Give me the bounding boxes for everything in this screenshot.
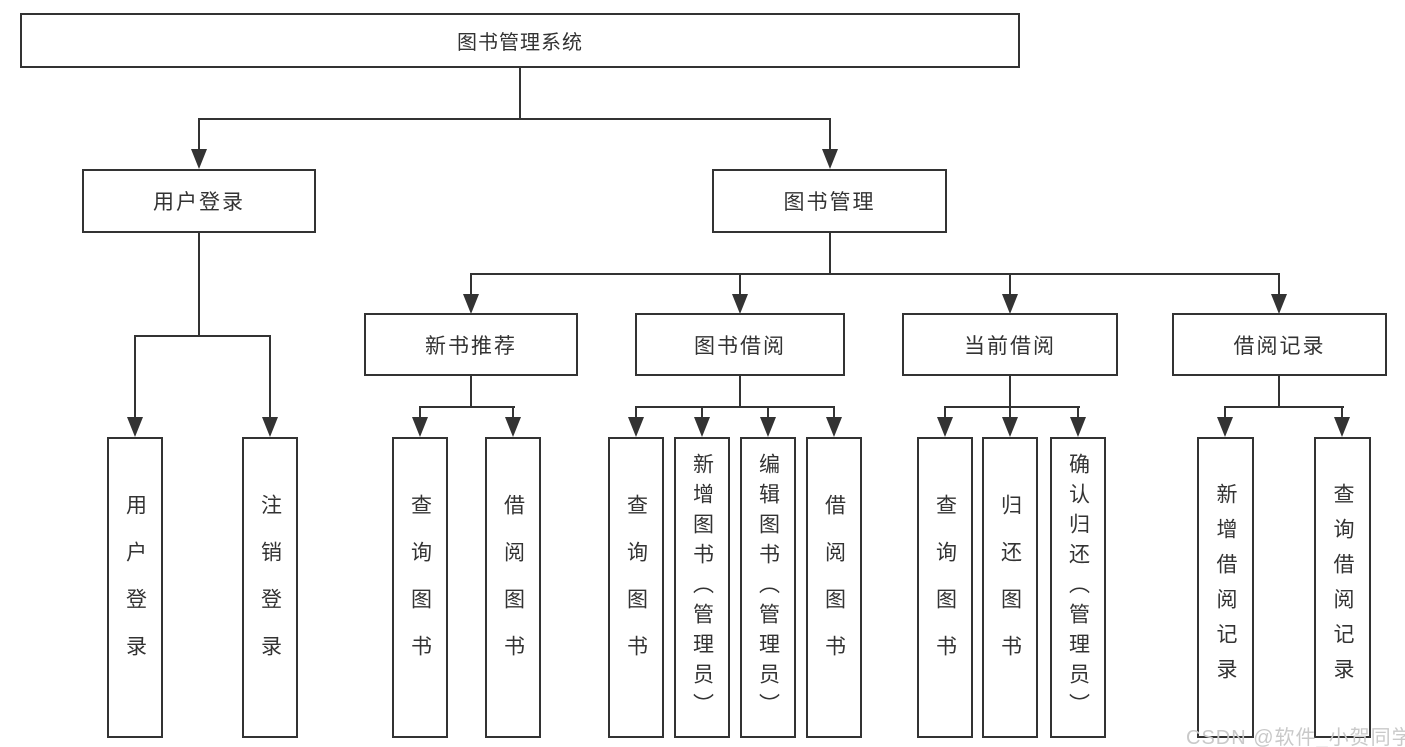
leaf-logout: 注销登录: [242, 437, 298, 738]
connector-line: [635, 406, 835, 408]
connector-line: [767, 406, 769, 418]
connector-arrow: [1271, 294, 1287, 314]
connector-line: [134, 335, 136, 418]
node-user-login: 用户登录: [82, 169, 316, 233]
connector-line: [419, 406, 421, 418]
connector-line: [519, 68, 521, 118]
leaf-borrow-books: 借阅图书: [806, 437, 862, 738]
leaf-label: 新增图书（管理员）: [690, 452, 714, 723]
leaf-label: 查询借阅记录: [1331, 482, 1354, 693]
node-new-book-recommend: 新书推荐: [364, 313, 578, 376]
leaf-label: 借阅图书: [501, 493, 525, 682]
leaf-user-login: 用户登录: [107, 437, 163, 738]
connector-arrow: [760, 417, 776, 437]
connector-arrow: [732, 294, 748, 314]
connector-line: [701, 406, 703, 418]
connector-line: [739, 376, 741, 406]
node-label: 借阅记录: [1233, 334, 1326, 358]
leaf-edit-books-admin: 编辑图书（管理员）: [740, 437, 796, 738]
connector-arrow: [127, 417, 143, 437]
connector-line: [1341, 406, 1343, 418]
connector-line: [833, 406, 835, 418]
leaf-label: 查询图书: [408, 493, 432, 682]
leaf-return-books: 归还图书: [982, 437, 1038, 738]
connector-line: [470, 273, 472, 295]
connector-line: [635, 406, 637, 418]
connector-line: [944, 406, 946, 418]
connector-line: [1278, 376, 1280, 406]
node-label: 当前借阅: [964, 334, 1056, 358]
node-book-management: 图书管理: [712, 169, 947, 233]
connector-line: [739, 273, 741, 295]
connector-line: [1224, 406, 1344, 408]
leaf-borrow-books-recommend: 借阅图书: [485, 437, 541, 738]
connector-arrow: [1002, 294, 1018, 314]
connector-line: [470, 273, 1280, 275]
leaf-query-borrow-record: 查询借阅记录: [1314, 437, 1371, 738]
connector-arrow: [628, 417, 644, 437]
connector-line: [198, 118, 831, 120]
connector-arrow: [191, 149, 207, 169]
connector-arrow: [505, 417, 521, 437]
node-current-borrow: 当前借阅: [902, 313, 1118, 376]
watermark: CSDN @软件_小贺同学: [1186, 727, 1405, 747]
connector-line: [944, 406, 1080, 408]
leaf-query-books-recommend: 查询图书: [392, 437, 448, 738]
leaf-confirm-return-admin: 确认归还（管理员）: [1050, 437, 1106, 738]
connector-line: [829, 233, 831, 273]
node-book-borrow: 图书借阅: [635, 313, 845, 376]
connector-line: [419, 406, 515, 408]
connector-arrow: [262, 417, 278, 437]
connector-line: [1009, 273, 1011, 295]
leaf-add-books-admin: 新增图书（管理员）: [674, 437, 730, 738]
leaf-label: 查询图书: [933, 493, 957, 682]
connector-arrow: [826, 417, 842, 437]
connector-line: [1009, 406, 1011, 418]
connector-arrow: [1070, 417, 1086, 437]
connector-arrow: [1217, 417, 1233, 437]
connector-line: [134, 335, 271, 337]
node-label: 用户登录: [153, 191, 245, 214]
connector-line: [198, 233, 200, 335]
node-label: 图书管理: [783, 191, 876, 214]
connector-line: [1077, 406, 1079, 418]
connector-arrow: [822, 149, 838, 169]
connector-line: [269, 335, 271, 418]
leaf-label: 注销登录: [258, 493, 282, 682]
connector-line: [198, 118, 200, 150]
leaf-label: 编辑图书（管理员）: [756, 452, 780, 723]
connector-line: [470, 376, 472, 406]
connector-line: [1224, 406, 1226, 418]
node-label: 新书推荐: [425, 334, 517, 358]
node-label: 图书借阅: [694, 334, 786, 358]
node-borrow-record: 借阅记录: [1172, 313, 1387, 376]
leaf-label: 归还图书: [998, 493, 1022, 682]
leaf-label: 用户登录: [123, 493, 147, 682]
connector-line: [1278, 273, 1280, 295]
node-label: 图书管理系统: [457, 32, 583, 54]
leaf-add-borrow-record: 新增借阅记录: [1197, 437, 1254, 738]
connector-arrow: [412, 417, 428, 437]
connector-arrow: [694, 417, 710, 437]
connector-arrow: [1002, 417, 1018, 437]
connector-arrow: [463, 294, 479, 314]
connector-arrow: [1334, 417, 1350, 437]
connector-arrow: [937, 417, 953, 437]
leaf-label: 新增借阅记录: [1214, 482, 1237, 693]
connector-line: [1009, 376, 1011, 406]
leaf-label: 借阅图书: [822, 493, 846, 682]
node-library-system: 图书管理系统: [20, 13, 1020, 68]
leaf-query-books-current: 查询图书: [917, 437, 973, 738]
connector-line: [512, 406, 514, 418]
leaf-label: 查询图书: [624, 493, 648, 682]
connector-line: [829, 118, 831, 150]
leaf-label: 确认归还（管理员）: [1066, 452, 1090, 723]
leaf-query-books-borrow: 查询图书: [608, 437, 664, 738]
